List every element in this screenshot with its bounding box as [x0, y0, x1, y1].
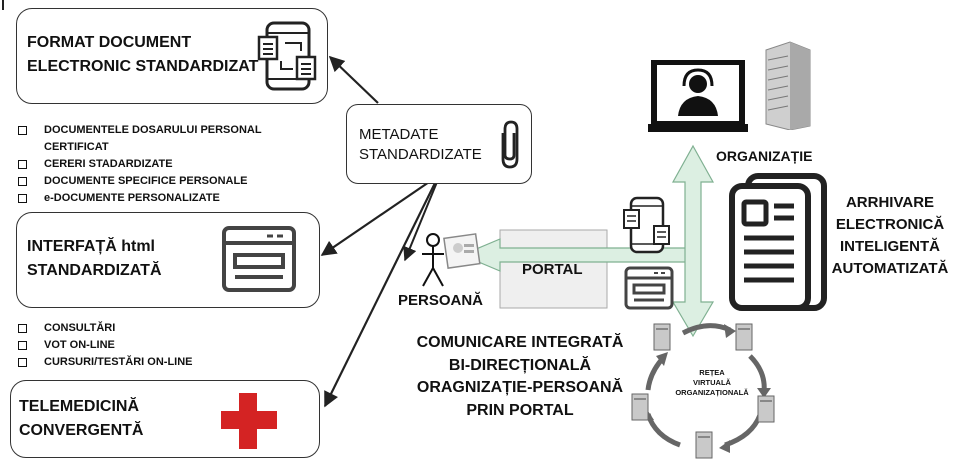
service-list: CONSULTĂRI VOT ON-LINE CURSURI/TESTĂRI O…	[16, 320, 266, 371]
comunicare-line: COMUNICARE INTEGRATĂ	[416, 334, 624, 351]
network-servers	[631, 323, 775, 459]
archive-documents-icon	[729, 173, 827, 311]
format-document-box: FORMAT DOCUMENT ELECTRONIC STANDARDIZAT	[16, 8, 328, 104]
persoana-label: PERSOANĂ	[398, 292, 484, 309]
metadate-box: METADATE STANDARDIZATE	[346, 104, 532, 184]
server-tower-icon	[765, 41, 811, 130]
comunicare-line: BI-DIRECȚIONALĂ	[448, 356, 592, 374]
comunicare-line: ORAGNIZAȚIE-PERSOANĂ	[416, 379, 624, 396]
portal-label: PORTAL	[522, 261, 583, 278]
retea-label: REȚEA VIRTUALĂ ORGANIZAȚIONALĂ	[664, 368, 760, 398]
retea-line: REȚEA	[699, 368, 725, 377]
id-card-icon	[443, 233, 481, 269]
telemedicina-box: TELEMEDICINĂ CONVERGENTĂ	[10, 380, 320, 458]
list-item: CONSULTĂRI	[16, 320, 266, 337]
interfata-line2: STANDARDIZATĂ	[27, 262, 162, 279]
browser-window-icon-small	[624, 266, 674, 310]
metadate-line2: STANDARDIZATE	[359, 146, 482, 163]
list-item: CERERI STADARDIZATE	[16, 156, 316, 173]
comunicare-label: COMUNICARE INTEGRATĂ BI-DIRECȚIONALĂ ORA…	[370, 332, 670, 422]
format-document-line2: ELECTRONIC STANDARDIZAT	[27, 58, 259, 75]
telemedicina-line1: TELEMEDICINĂ	[19, 398, 139, 415]
arhivare-label: ARRHIVARE ELECTRONICĂ INTELIGENTĂ AUTOMA…	[816, 192, 964, 280]
browser-window-icon	[222, 226, 296, 292]
list-item: CURSURI/TESTĂRI ON-LINE	[16, 354, 266, 371]
arrow-to-format-document	[328, 55, 379, 104]
arhivare-line: AUTOMATIZATĂ	[831, 260, 949, 277]
organizatie-label: ORGANIZAȚIE	[716, 148, 813, 164]
monitor-operator-icon	[648, 60, 748, 132]
arrow-to-persoana	[403, 181, 438, 262]
red-cross-icon	[221, 393, 277, 449]
phone-documents-icon-small	[623, 196, 670, 254]
portal-box	[499, 229, 608, 309]
paperclip-icon	[501, 120, 519, 169]
arrow-to-telemedicina	[324, 182, 436, 408]
list-item: DOCUMENTE SPECIFICE PERSONALE	[16, 173, 316, 190]
person-stick-figure-icon	[422, 233, 444, 287]
arhivare-line: INTELIGENTĂ	[840, 238, 940, 255]
retea-line: ORGANIZAȚIONALĂ	[675, 388, 749, 397]
metadate-line1: METADATE	[359, 126, 439, 143]
vertical-double-arrow	[671, 144, 715, 338]
retea-line: VIRTUALĂ	[693, 378, 731, 387]
list-item: VOT ON-LINE	[16, 337, 266, 354]
comunicare-line: PRIN PORTAL	[466, 401, 574, 419]
interfata-line1: INTERFAȚĂ html	[27, 238, 155, 255]
format-document-line1: FORMAT DOCUMENT	[27, 34, 192, 51]
arrow-to-interfata	[320, 179, 433, 256]
arhivare-line: ELECTRONICĂ	[835, 216, 945, 233]
interfata-box: INTERFAȚĂ html STANDARDIZATĂ	[16, 212, 320, 308]
arhivare-line: ARRHIVARE	[845, 194, 935, 211]
server-icon	[631, 323, 775, 459]
phone-documents-icon	[257, 21, 317, 91]
list-item: e-DOCUMENTE PERSONALIZATE	[16, 190, 316, 207]
telemedicina-line2: CONVERGENTĂ	[19, 422, 144, 439]
